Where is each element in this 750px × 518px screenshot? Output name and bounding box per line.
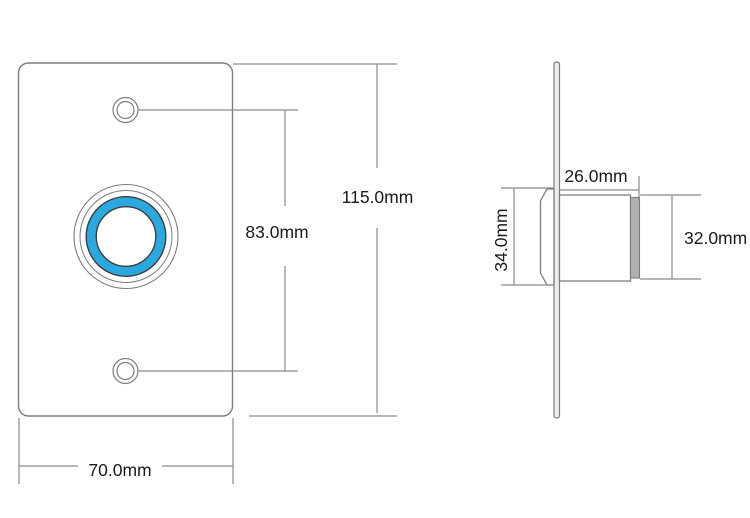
screw-hole-bottom-inner (116, 361, 135, 381)
hole-spacing-dimension-label: 83.0mm (245, 222, 308, 242)
plate-width-dimension-label: 70.0mm (88, 460, 151, 480)
bezel-height-dimension-label: 34.0mm (491, 208, 511, 271)
button-ring-inner-edge (95, 205, 157, 267)
button-bezel-outer-circle (73, 183, 179, 290)
button-bezel-profile (539, 188, 555, 286)
front-view-dimension-lines (18, 63, 397, 484)
button-bezel-mid-circle (79, 190, 173, 283)
button-ring-outer-edge (85, 195, 167, 277)
side-view-dimension-lines (501, 176, 701, 286)
front-view: 70.0mm 115.0mm 83.0mm (17, 62, 414, 484)
screw-hole-top-inner (116, 100, 135, 120)
faceplate-outline (17, 62, 234, 417)
body-height-dimension-label: 32.0mm (684, 228, 747, 248)
button-rear-cap-profile (629, 196, 641, 279)
faceplate-edge-profile (553, 61, 561, 419)
side-view: 26.0mm 34.0mm 32.0mm (491, 61, 747, 419)
plate-height-dimension-label: 115.0mm (342, 187, 414, 207)
button-body-profile (558, 194, 632, 282)
button-led-ring (86, 197, 166, 276)
depth-dimension-label: 26.0mm (564, 166, 627, 186)
